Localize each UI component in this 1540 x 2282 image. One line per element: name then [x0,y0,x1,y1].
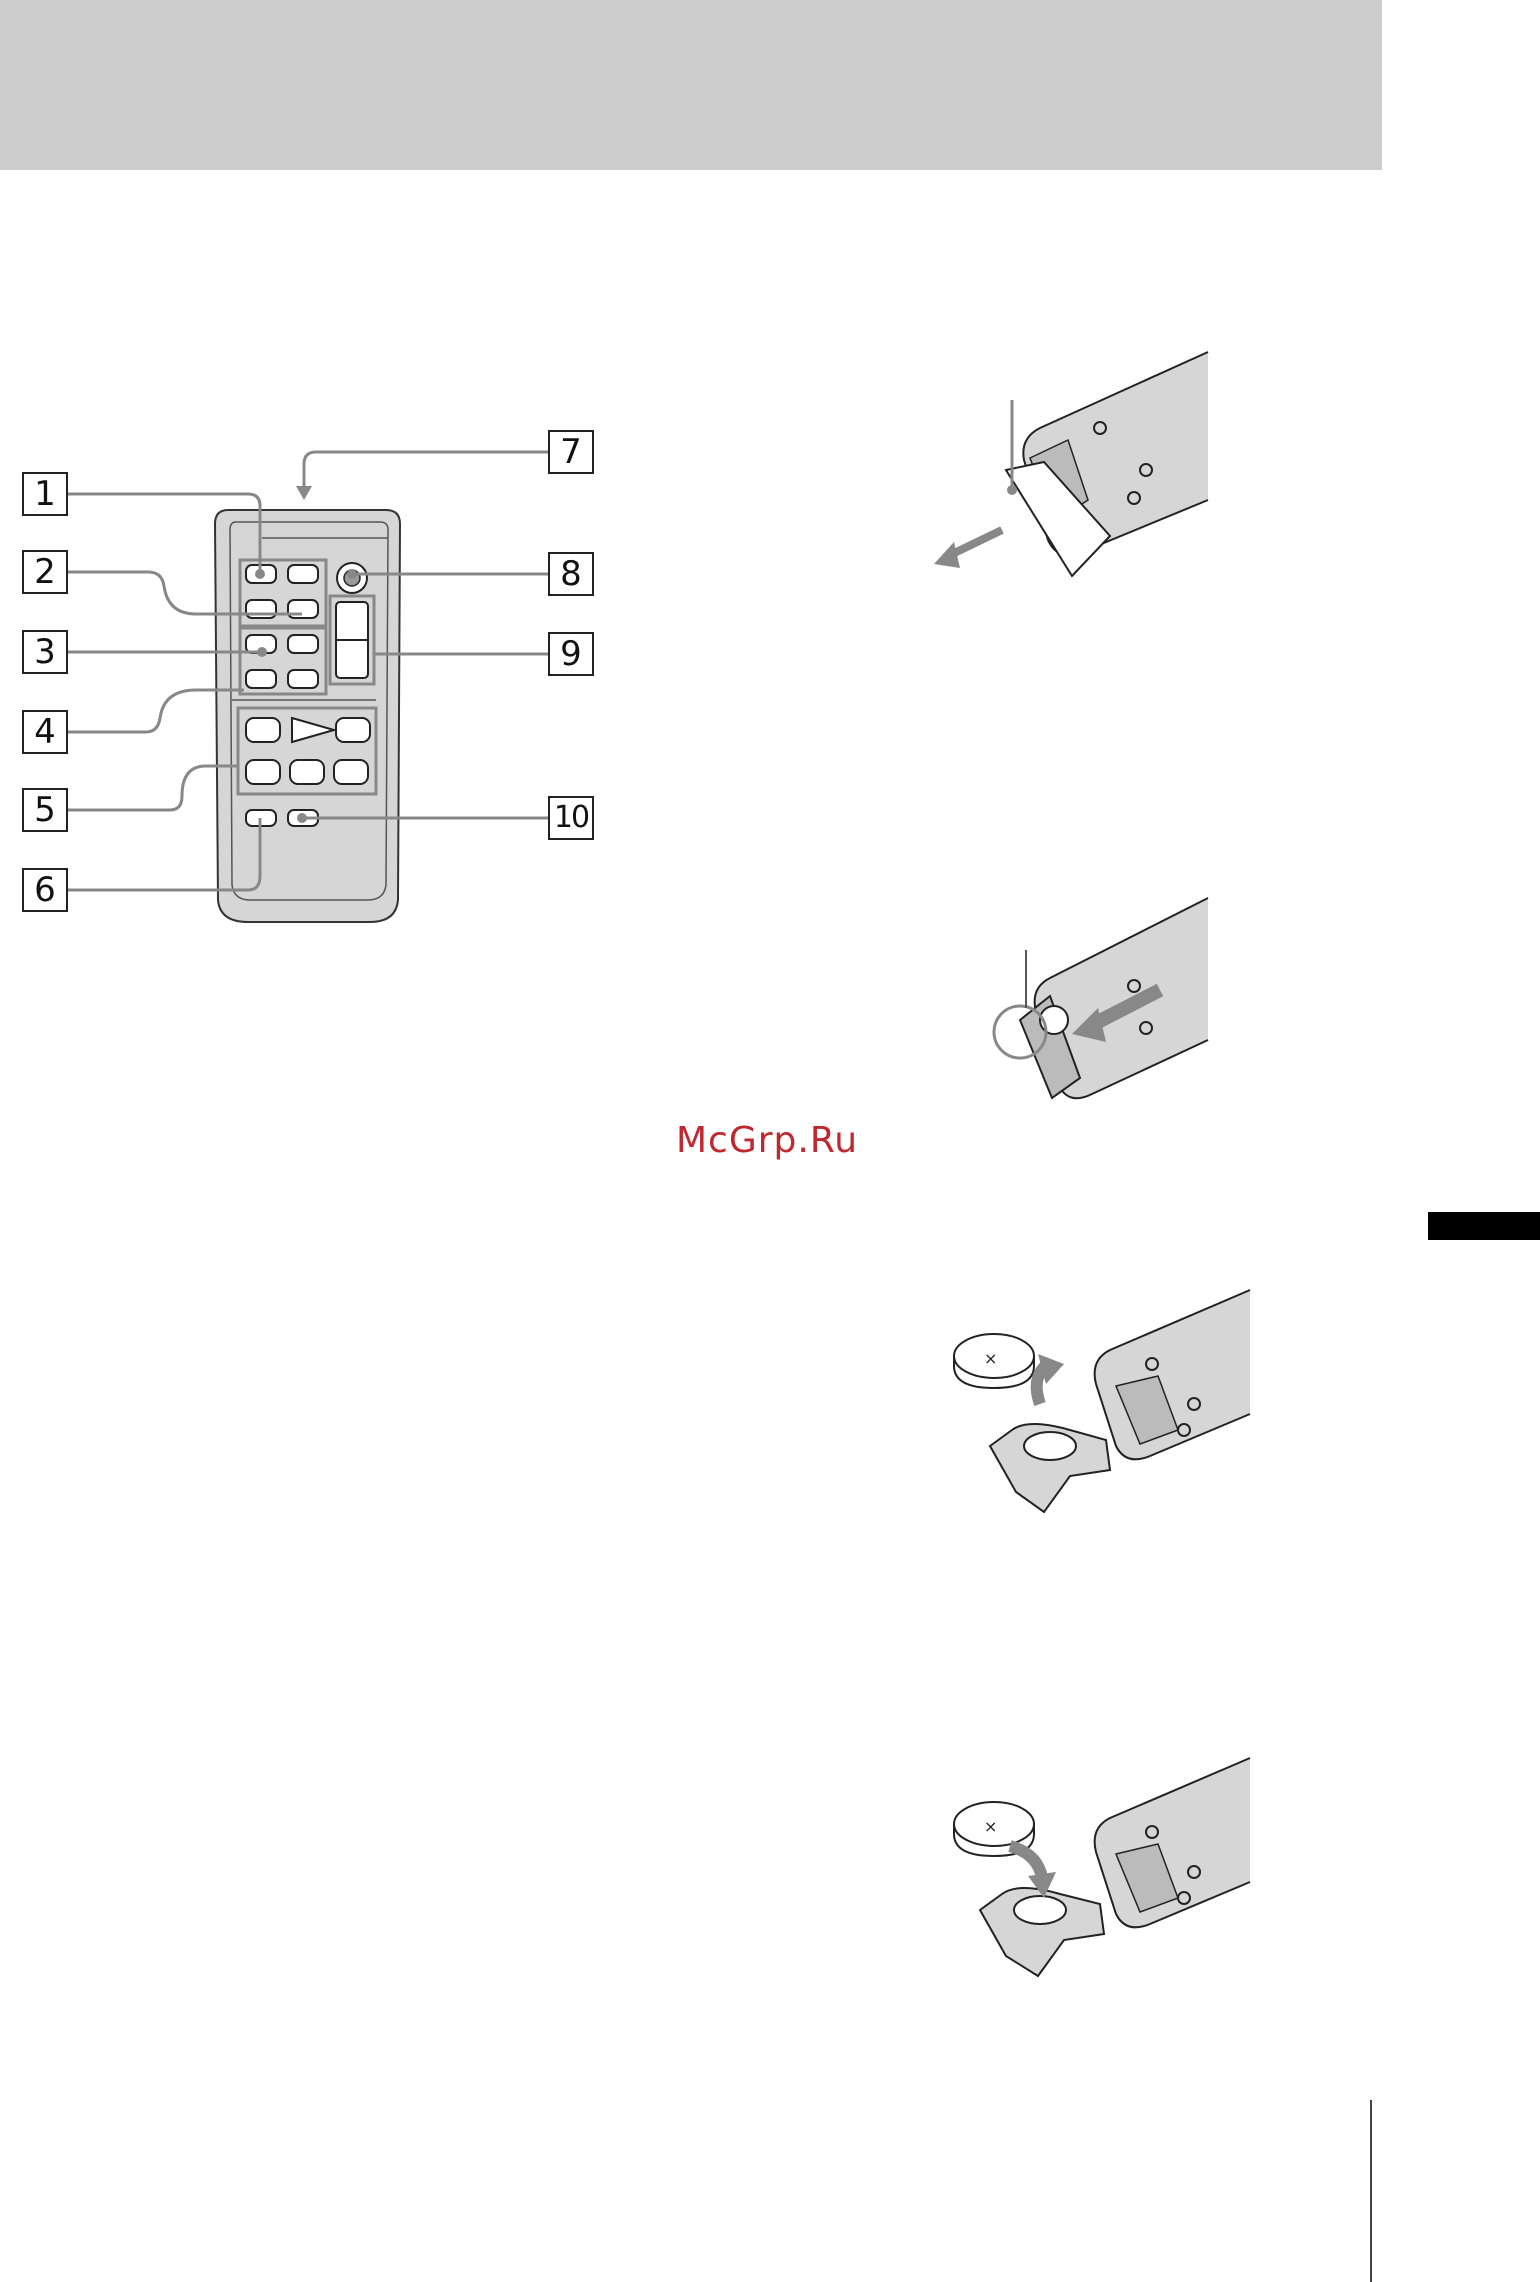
callout-10: 10 [548,796,594,840]
callout-7: 7 [548,430,594,474]
remote-battery-insert-figure: × [920,1750,1260,2000]
callout-3: 3 [22,630,68,674]
callout-1: 1 [22,472,68,516]
section-tab [1428,1212,1540,1240]
page-number-rule [1370,2100,1372,2282]
callout-2: 2 [22,550,68,594]
svg-text:×: × [984,1349,997,1368]
callout-9: 9 [548,632,594,676]
svg-text:×: × [984,1817,997,1836]
callout-6: 6 [22,868,68,912]
callout-8: 8 [548,552,594,596]
remote-battery-remove-figure: × [920,1280,1260,1540]
remote-battery-holder-release-figure [980,880,1240,1120]
callout-4: 4 [22,710,68,754]
remote-insulation-sheet-figure [920,340,1220,590]
remote-control-diagram [0,400,620,960]
callout-5: 5 [22,788,68,832]
watermark-text: McGrp.Ru [676,1120,858,1161]
header-band [0,0,1382,170]
